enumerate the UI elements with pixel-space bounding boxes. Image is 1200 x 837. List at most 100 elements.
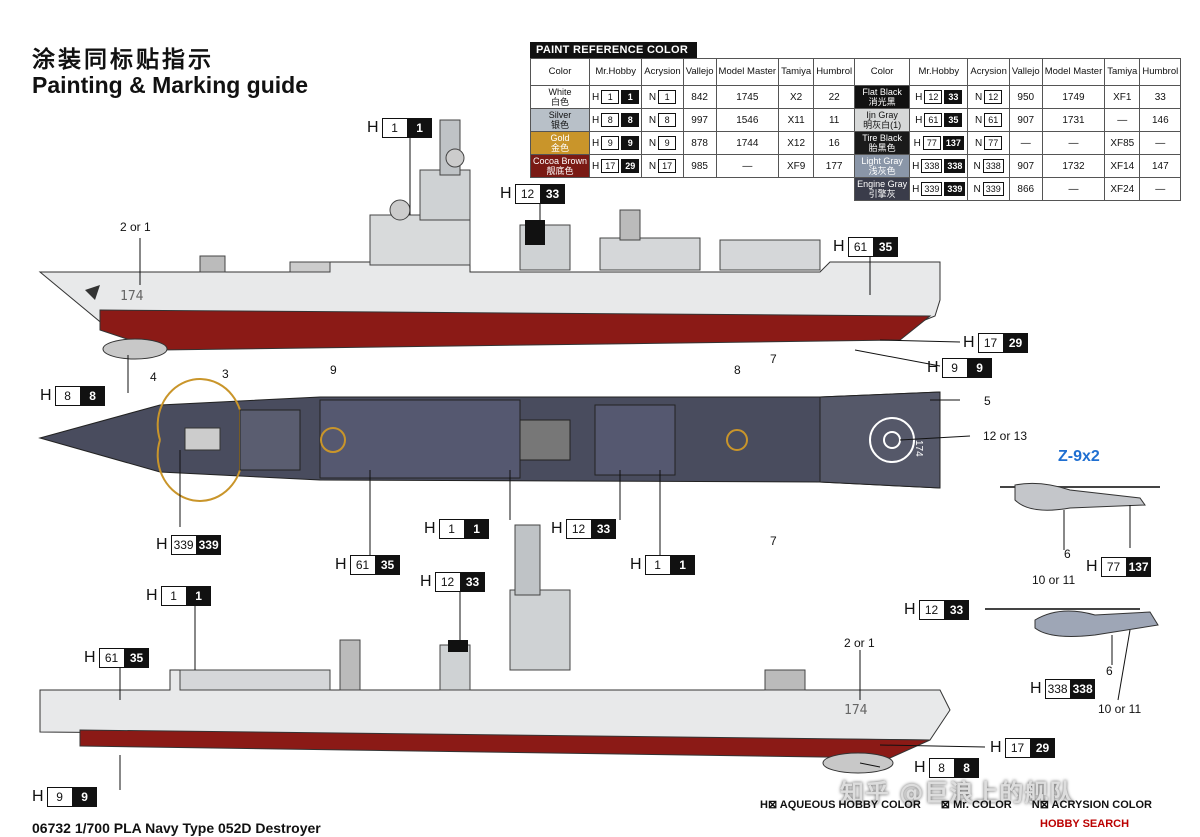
code-acrysion: 8	[658, 113, 677, 127]
paint-column-header: Vallejo	[1008, 58, 1043, 86]
paint-code-humbrol: 146	[1139, 108, 1182, 132]
color-name-en: White	[548, 87, 572, 97]
callout-code-alt: 33	[460, 572, 485, 592]
part-number: 10 or 11	[1098, 702, 1142, 716]
code-mr-color: 33	[944, 90, 963, 104]
callout-code: 9	[46, 787, 73, 807]
callout-prefix: H	[500, 185, 512, 202]
callout-prefix: H	[335, 556, 347, 573]
callout-prefix: H	[990, 739, 1002, 756]
callout-code-alt: 35	[375, 555, 400, 575]
paint-code-vallejo: 907	[1008, 154, 1043, 178]
color-name-cn: 靓底色	[546, 166, 574, 176]
callout-prefix: H	[914, 759, 926, 776]
callout-prefix: H	[156, 536, 168, 553]
callout-code: 12	[514, 184, 541, 204]
hull-number-top: 174	[120, 289, 144, 304]
callout-code: 9	[941, 358, 968, 378]
helicopter-z9-top	[1000, 482, 1160, 511]
callout-code: 17	[977, 333, 1004, 353]
callout-prefix: H	[963, 334, 975, 351]
color-name-cn: 白色	[551, 97, 570, 107]
callout-prefix: H	[833, 238, 845, 255]
callout-code-alt: 1	[464, 519, 489, 539]
paint-column-header: Acrysion	[641, 58, 684, 86]
color-name-cn: 明灰白(1)	[863, 120, 902, 130]
code-aqueous: 9	[601, 136, 620, 150]
callout-code-alt: 338	[1070, 679, 1095, 699]
callout-prefix: H	[1086, 558, 1098, 575]
callout-prefix: H	[146, 587, 158, 604]
helicopter-z9-bottom	[985, 608, 1159, 637]
callout-prefix: H	[424, 520, 436, 537]
callout-code-alt: 9	[967, 358, 992, 378]
part-number: 12 or 13	[983, 429, 1028, 443]
callout-code: 61	[349, 555, 376, 575]
color-name-cn: 银色	[551, 120, 570, 130]
part-number: 7	[770, 352, 777, 366]
callout-code: 12	[434, 572, 461, 592]
code-mr-color: 8	[621, 113, 640, 127]
part-number: 8	[734, 363, 741, 377]
callout-code: 61	[847, 237, 874, 257]
callout-code: 1	[438, 519, 465, 539]
part-number: 9	[330, 363, 337, 377]
callout-code-alt: 33	[944, 600, 969, 620]
paint-column-header: Humbrol	[1139, 58, 1182, 86]
callout-prefix: H	[927, 359, 939, 376]
paint-code-vallejo: 950	[1008, 85, 1043, 109]
code-mr-color: 35	[944, 113, 963, 127]
callout-prefix: H	[551, 520, 563, 537]
paint-code-mm: —	[715, 154, 780, 178]
callout-code: 339	[170, 535, 197, 555]
code-aqueous: 12	[924, 90, 943, 104]
callout-code: 1	[644, 555, 671, 575]
paint-code-mm: —	[1041, 131, 1106, 155]
paint-code-vallejo: 985	[682, 154, 717, 178]
paint-code-tamiya: —	[1104, 108, 1141, 132]
hull-number-bottom: 174	[844, 703, 868, 718]
callout-code-alt: 35	[124, 648, 149, 668]
callout-prefix: H	[40, 387, 52, 404]
hull-number-deck: 174	[913, 440, 924, 457]
color-legend: H⊠ AQUEOUS HOBBY COLOR ⊠ Mr. COLOR N⊠ AC…	[760, 798, 1152, 811]
paint-code-mm: —	[1041, 177, 1106, 201]
code-mr-color: 9	[621, 136, 640, 150]
callout-code: 12	[918, 600, 945, 620]
code-acrysion: 339	[982, 182, 1004, 196]
callout-code-alt: 9	[72, 787, 97, 807]
helicopter-title: Z-9x2	[1058, 448, 1100, 465]
callout-code-alt: 339	[196, 535, 221, 555]
leader-lines	[119, 135, 1131, 790]
callout-code-alt: 1	[186, 586, 211, 606]
code-aqueous: 8	[601, 113, 620, 127]
color-name-en: Engine Gray	[857, 179, 908, 189]
callout-code-alt: 1	[407, 118, 432, 138]
callout-code-alt: 29	[1030, 738, 1055, 758]
